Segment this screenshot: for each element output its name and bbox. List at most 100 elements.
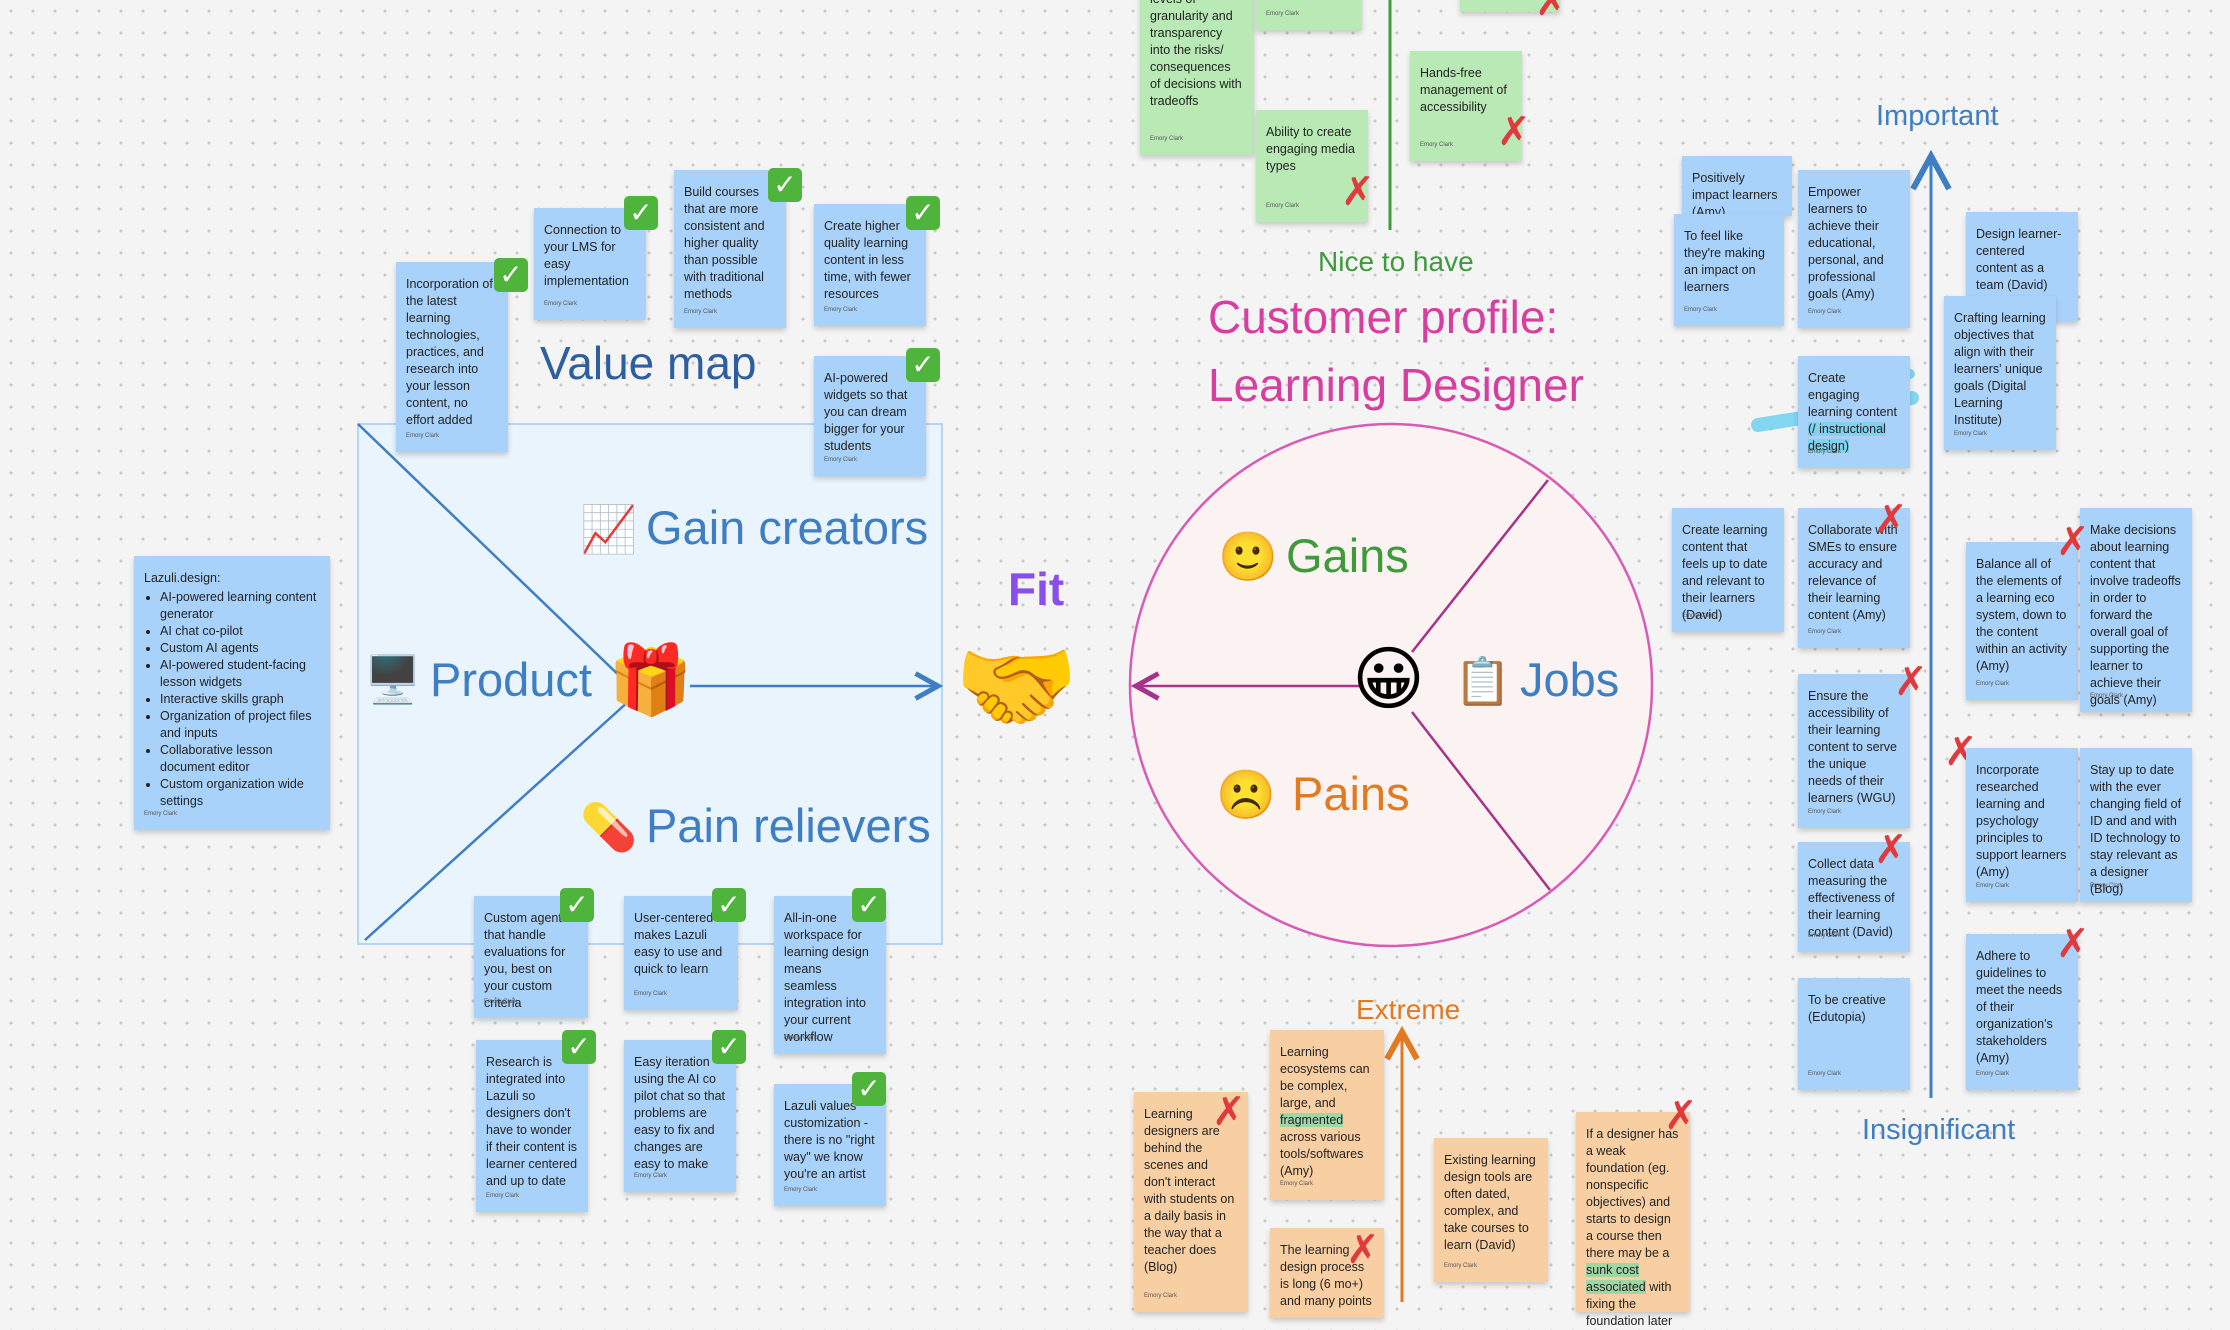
- gain-note-accessibility[interactable]: Hands-free management of accessibility E…: [1410, 51, 1522, 161]
- pain-relievers-label: Pain relievers: [646, 799, 931, 852]
- pain-reliever-note[interactable]: User-centered makes Lazuli easy to use a…: [624, 896, 738, 1010]
- pain-reliever-note[interactable]: Easy iteration using the AI co pilot cha…: [624, 1040, 736, 1192]
- gain-note-top-right[interactable]: [1460, 0, 1560, 12]
- pain-note[interactable]: Existing learning design tools are often…: [1434, 1138, 1548, 1282]
- list-item: Custom AI agents: [160, 640, 320, 657]
- extreme-label: Extreme: [1356, 994, 1461, 1025]
- check-mark-icon: ✓: [852, 1072, 886, 1106]
- gift-icon: 🎁: [608, 641, 693, 720]
- job-note[interactable]: Positively impact learners (Amy): [1682, 156, 1792, 219]
- note-text: Create learning content that feels up to…: [1682, 523, 1768, 622]
- job-note[interactable]: Collaborate with SMEs to ensure accuracy…: [1798, 508, 1910, 648]
- handshake-icon: 🤝: [954, 628, 1079, 745]
- job-note[interactable]: Incorporate researched learning and psyc…: [1966, 748, 2078, 902]
- note-author: Emory Clark: [1808, 449, 1842, 455]
- gain-note-media[interactable]: Ability to create engaging media types E…: [1256, 110, 1368, 222]
- pain-note[interactable]: If a designer has a weak foundation (eg.…: [1576, 1112, 1690, 1328]
- note-author: Emory Clark: [1150, 136, 1184, 142]
- pain-note[interactable]: Learning designers are behind the scenes…: [1134, 1092, 1248, 1312]
- clipboard-icon: 📋: [1454, 654, 1512, 708]
- gain-creator-note[interactable]: Build courses that are more consistent a…: [674, 170, 786, 328]
- note-text: Ability to create engaging media types: [1266, 125, 1355, 173]
- cross-icon: ✗: [1346, 1227, 1380, 1273]
- note-author: Emory Clark: [1976, 1071, 2010, 1077]
- job-note[interactable]: To feel like they're making an impact on…: [1674, 214, 1784, 326]
- job-note[interactable]: Crafting learning objectives that align …: [1944, 296, 2056, 450]
- pains-label: Pains: [1292, 767, 1410, 820]
- note-text: All-in-one workspace for learning design…: [784, 911, 869, 1044]
- check-mark-icon: ✓: [852, 888, 886, 922]
- frowning-face-icon: ☹️: [1216, 767, 1276, 823]
- note-author: Emory Clark: [1954, 431, 1988, 437]
- note-author: Emory Clark: [1808, 809, 1842, 815]
- cross-icon: ✗: [1212, 1089, 1246, 1135]
- note-text: Adhere to guidelines to meet the needs o…: [1976, 949, 2063, 1065]
- note-author: Emory Clark: [1976, 681, 2010, 687]
- job-note[interactable]: Adhere to guidelines to meet the needs o…: [1966, 934, 2078, 1090]
- list-item: AI chat co-pilot: [160, 623, 320, 640]
- note-author: Emory Clark: [634, 1173, 668, 1179]
- note-text: Collaborate with SMEs to ensure accuracy…: [1808, 523, 1898, 622]
- note-text: AI-powered widgets so that you can dream…: [824, 371, 908, 453]
- pain-reliever-note[interactable]: All-in-one workspace for learning design…: [774, 896, 886, 1054]
- job-note[interactable]: Ensure the accessibility of their learni…: [1798, 674, 1910, 828]
- job-note[interactable]: Balance all of the elements of a learnin…: [1966, 542, 2078, 700]
- note-text: Easy iteration using the AI co pilot cha…: [634, 1055, 726, 1171]
- check-mark-icon: ✓: [494, 258, 528, 292]
- note-author: Emory Clark: [1280, 1181, 1314, 1187]
- check-mark-icon: ✓: [624, 196, 658, 230]
- jobs-label: Jobs: [1520, 653, 1620, 706]
- grinning-face-icon: 😀: [1352, 638, 1425, 720]
- note-author: Emory Clark: [1684, 307, 1718, 313]
- cross-icon: ✗: [1497, 109, 1531, 155]
- job-note[interactable]: Stay up to date with the ever changing f…: [2080, 748, 2192, 902]
- job-note[interactable]: Collect data measuring the effectiveness…: [1798, 842, 1910, 952]
- note-text: Stay up to date with the ever changing f…: [2090, 763, 2182, 896]
- customer-profile-title-line2: Learning Designer: [1208, 359, 1584, 411]
- note-author: Emory Clark: [406, 433, 440, 439]
- job-note[interactable]: Create engaging learning content (/ inst…: [1798, 356, 1910, 468]
- list-item: Collaborative lesson document editor: [160, 742, 320, 776]
- note-heading: Lazuli.design:: [144, 571, 221, 585]
- note-text: Empower learners to achieve their educat…: [1808, 185, 1884, 301]
- check-mark-icon: ✓: [906, 196, 940, 230]
- chart-increasing-icon: 📈: [580, 502, 638, 556]
- cross-icon: ✗: [1874, 827, 1908, 873]
- pain-reliever-note[interactable]: Research is integrated into Lazuli so de…: [476, 1040, 588, 1212]
- lazuli-features-note[interactable]: Lazuli.design: AI-powered learning conte…: [134, 556, 330, 830]
- value-map-diagonal-top: [357, 423, 631, 687]
- gain-creator-note[interactable]: Create higher quality learning content i…: [814, 204, 926, 326]
- insignificant-label: Insignificant: [1862, 1114, 2016, 1146]
- note-text: Research is integrated into Lazuli so de…: [486, 1055, 578, 1188]
- gain-creator-note[interactable]: Incorporation of the latest learning tec…: [396, 262, 508, 452]
- note-text: If a designer has a weak foundation (eg.…: [1586, 1126, 1680, 1330]
- note-text: Hands-free management of accessibility: [1420, 66, 1507, 114]
- gain-note-top-small[interactable]: Emory Clark: [1256, 0, 1362, 30]
- list-item: Interactive skills graph: [160, 691, 320, 708]
- note-text: Lazuli values customization - there is n…: [784, 1099, 875, 1181]
- job-note[interactable]: Create learning content that feels up to…: [1672, 508, 1784, 632]
- gain-note-balance[interactable]: balance at all levels of granularity and…: [1140, 0, 1254, 155]
- job-note[interactable]: To be creative (Edutopia) Emory Clark: [1798, 978, 1910, 1090]
- note-text: Build courses that are more consistent a…: [684, 185, 765, 301]
- note-author: Emory Clark: [1444, 1263, 1478, 1269]
- value-map-title: Value map: [540, 337, 757, 389]
- job-note[interactable]: Empower learners to achieve their educat…: [1798, 170, 1910, 328]
- note-text: Custom agents that handle evaluations fo…: [484, 911, 569, 1010]
- pain-note[interactable]: Learning ecosystems can be complex, larg…: [1270, 1030, 1384, 1200]
- note-text: Learning designers are behind the scenes…: [1144, 1107, 1235, 1274]
- note-text: Collect data measuring the effectiveness…: [1808, 857, 1895, 939]
- note-author: Emory Clark: [1808, 1071, 1842, 1077]
- list-item: AI-powered learning content generator: [160, 589, 320, 623]
- job-note[interactable]: Make decisions about learning content th…: [2080, 508, 2192, 712]
- list-item: Custom organization wide settings: [160, 776, 320, 810]
- note-author: Emory Clark: [2090, 693, 2124, 699]
- note-text-part: If a designer has a weak foundation (eg.…: [1586, 1127, 1679, 1260]
- note-author: Emory Clark: [2090, 883, 2124, 889]
- note-text: balance at all levels of granularity and…: [1150, 0, 1242, 108]
- note-text: Incorporate researched learning and psyc…: [1976, 763, 2067, 879]
- computer-icon: 🖥️: [364, 652, 422, 706]
- check-mark-icon: ✓: [712, 1030, 746, 1064]
- gain-creators-label: Gain creators: [646, 501, 929, 554]
- check-mark-icon: ✓: [560, 888, 594, 922]
